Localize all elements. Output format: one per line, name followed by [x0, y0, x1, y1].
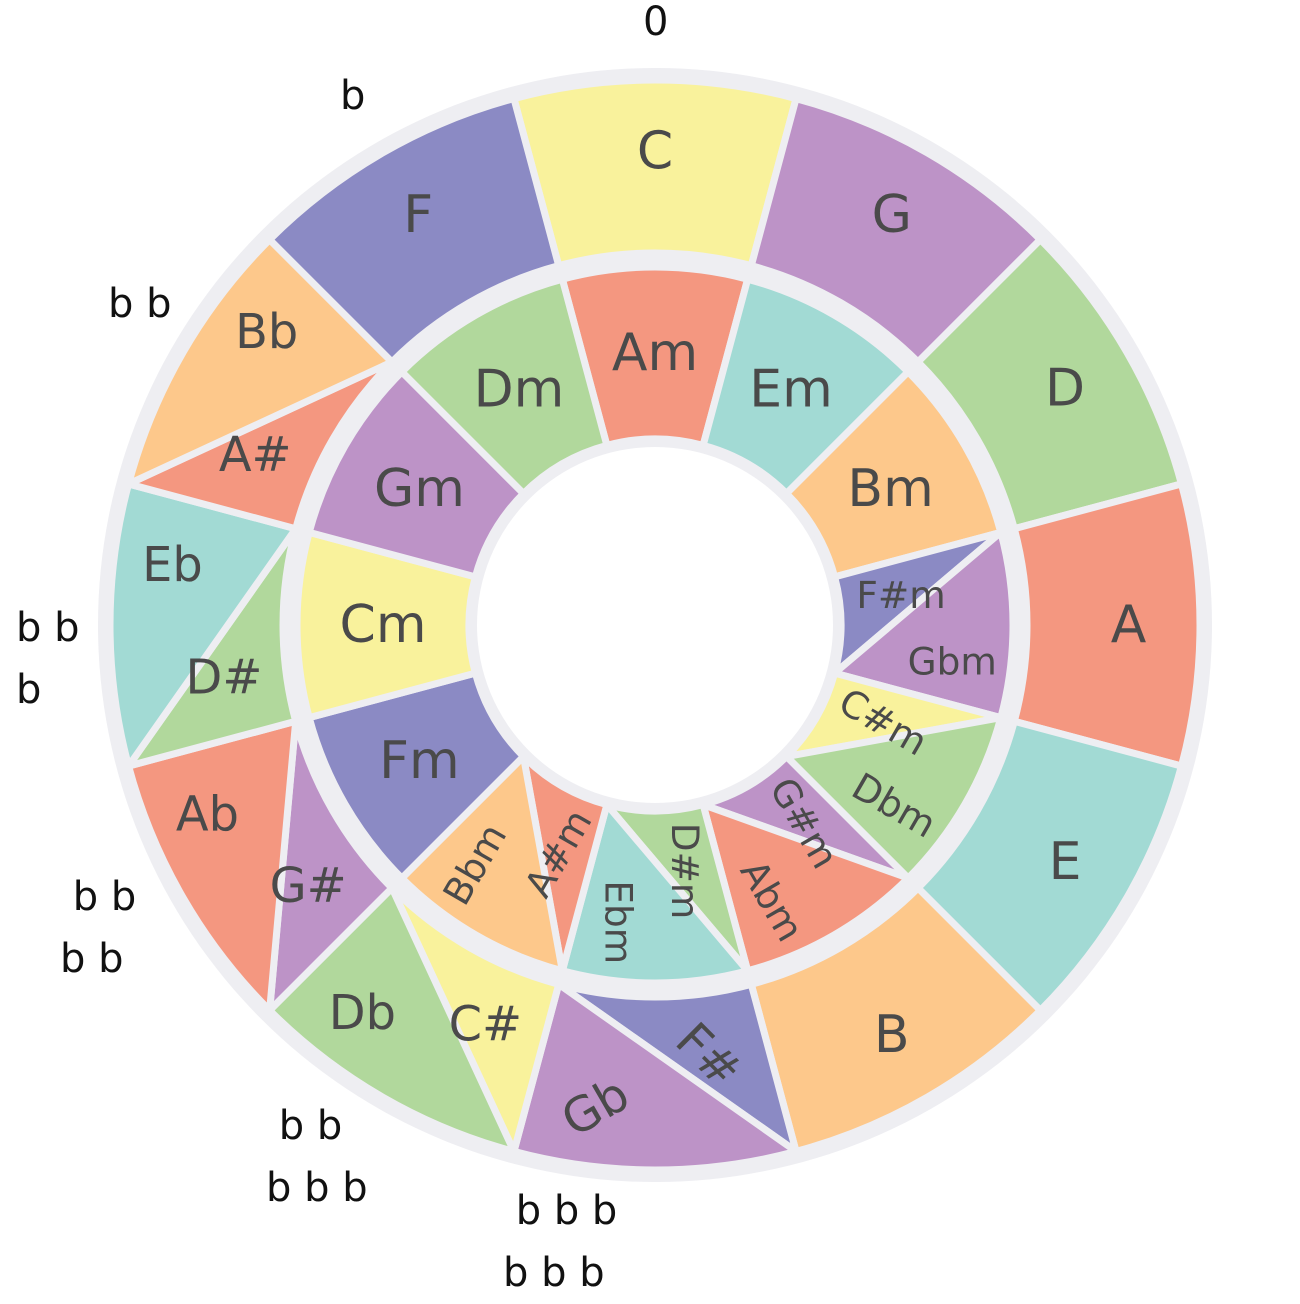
inner-label: Fm — [379, 731, 460, 791]
outer-label: F — [403, 185, 433, 245]
inner-label: D#m — [663, 823, 707, 920]
key-signature-eb: b b b — [16, 605, 80, 713]
outer-label: D — [1045, 358, 1085, 418]
inner-label: Gbm — [908, 640, 997, 684]
outer-label: E — [1049, 832, 1082, 892]
outer-label: D# — [186, 650, 263, 705]
key-signature-c: 0 — [643, 0, 669, 45]
outer-label: C# — [449, 997, 522, 1052]
inner-label: F#m — [856, 573, 945, 617]
outer-label: G# — [270, 859, 347, 914]
outer-label: Bb — [235, 305, 298, 360]
key-signature-bb: b b — [108, 281, 172, 327]
outer-label: A — [1111, 595, 1147, 655]
inner-label: Am — [612, 323, 698, 383]
outer-label: C — [637, 122, 673, 182]
outer-label: Db — [329, 986, 396, 1041]
inner-label: Ebm — [597, 880, 641, 964]
outer-segment-f — [266, 95, 563, 366]
inner-label: Dm — [474, 359, 565, 419]
inner-label: Bm — [847, 459, 933, 519]
outer-ring-major-keys — [106, 76, 1204, 1174]
key-signature-f: b — [340, 73, 366, 119]
key-signature-gb: b b b b b b — [503, 1188, 618, 1296]
inner-segment-dm — [398, 275, 611, 497]
outer-label: G — [872, 185, 912, 245]
inner-label: Em — [749, 359, 833, 419]
outer-label: Eb — [142, 538, 203, 593]
inner-label: Gm — [374, 459, 465, 519]
inner-ring-minor-keys — [293, 263, 1017, 987]
key-signature-db: b b b b b — [266, 1103, 368, 1211]
inner-label: Cm — [340, 595, 427, 655]
outer-label: B — [874, 1005, 910, 1065]
outer-label: A# — [219, 428, 292, 483]
center-hole — [477, 447, 833, 803]
outer-label: Ab — [176, 787, 239, 842]
key-signature-ab: b b b b — [60, 874, 137, 982]
outer-segment-a — [1010, 480, 1204, 770]
